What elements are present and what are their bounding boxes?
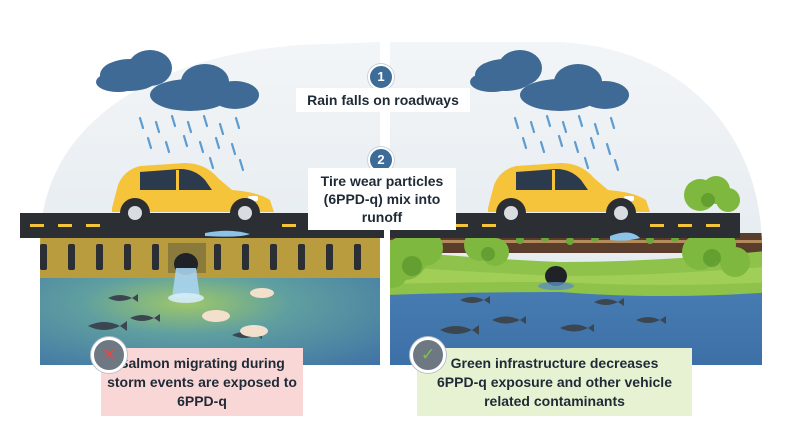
check-icon: ✓ (410, 337, 446, 373)
outcome-with-box: Green infrastructure decreases 6PPD-q ex… (417, 348, 692, 416)
x-icon: ✕ (91, 337, 127, 373)
outcome-without-box: Salmon migrating during storm events are… (101, 348, 303, 416)
step-1-number: 1 (368, 64, 394, 90)
step-1-label: Rain falls on roadways (296, 88, 470, 112)
step-2-label: Tire wear particles (6PPD-q) mix into ru… (308, 168, 456, 230)
outcome-without-text: Salmon migrating during storm events are… (101, 354, 303, 411)
outcome-with-text: Green infrastructure decreases 6PPD-q ex… (431, 354, 678, 411)
